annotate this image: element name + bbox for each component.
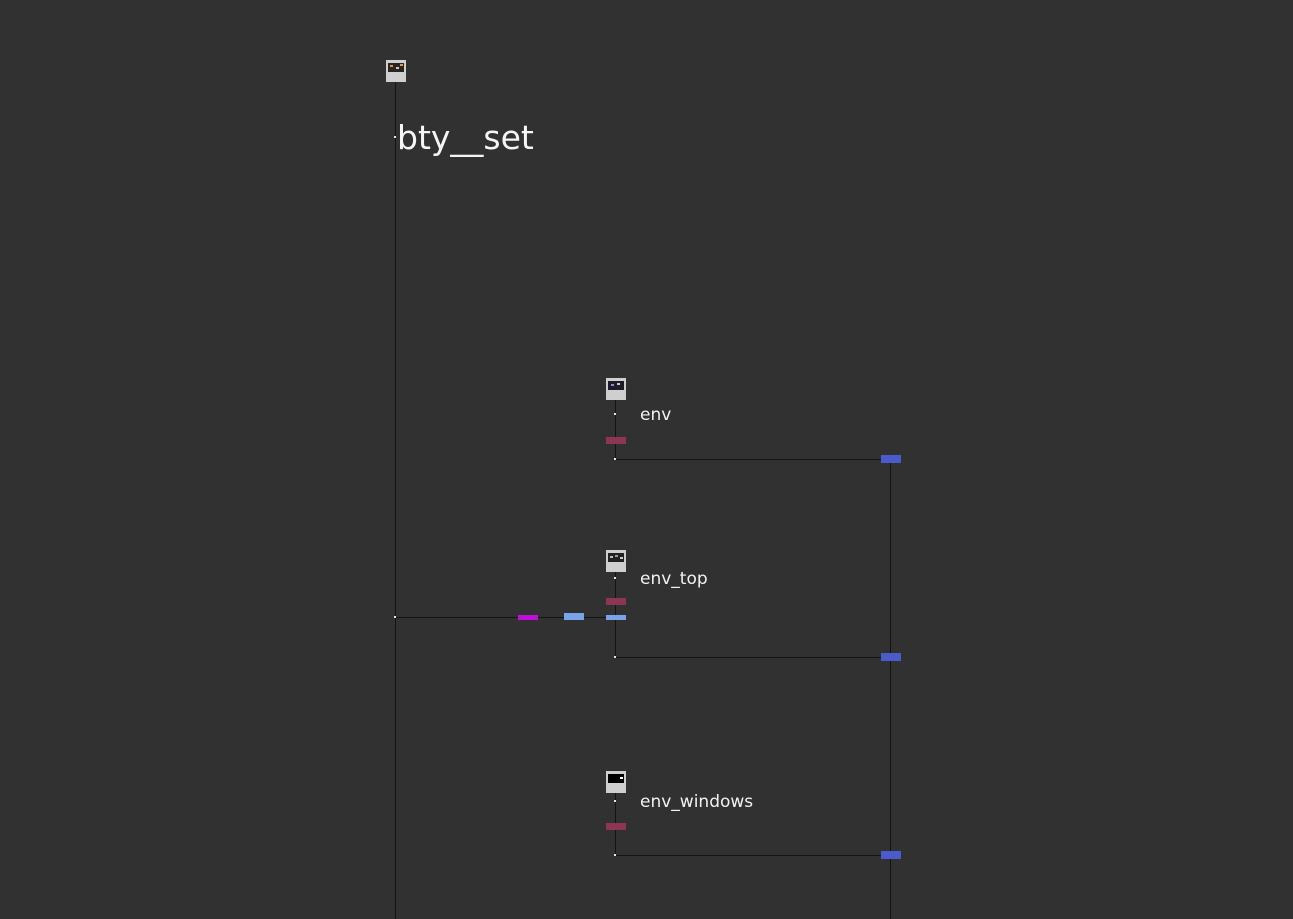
root-node-thumbnail[interactable] — [386, 60, 406, 82]
env-node-thumbnail[interactable] — [606, 378, 626, 400]
thumbnail-image — [608, 553, 624, 562]
env-top-node-thumbnail[interactable] — [606, 550, 626, 572]
thumbnail-image — [608, 774, 624, 783]
root-node-label: bty__set — [397, 118, 534, 157]
env-top-merge-pin[interactable] — [881, 653, 901, 661]
root-branch-port[interactable] — [394, 616, 396, 618]
env-windows-output-wire — [616, 855, 882, 856]
thumbnail-image — [388, 63, 404, 72]
branch-pin-light-blue[interactable] — [564, 613, 584, 620]
env-windows-output-port[interactable] — [614, 854, 616, 856]
root-branch-wire — [396, 617, 616, 618]
env-top-node-label: env_top — [640, 569, 708, 589]
env-merge-pin[interactable] — [881, 455, 901, 463]
env-windows-input-port[interactable] — [614, 800, 616, 802]
env-windows-mask-pin[interactable] — [606, 823, 626, 830]
env-top-input-pin[interactable] — [606, 615, 626, 620]
env-output-wire — [616, 459, 882, 460]
env-input-port[interactable] — [614, 413, 616, 415]
env-top-output-port[interactable] — [614, 656, 616, 658]
env-node-label: env — [640, 405, 672, 425]
env-mask-pin[interactable] — [606, 437, 626, 444]
env-output-port[interactable] — [614, 458, 616, 460]
env-top-stem-wire — [615, 571, 616, 657]
branch-pin-magenta[interactable] — [518, 615, 538, 620]
env-top-input-port[interactable] — [614, 577, 616, 579]
env-windows-merge-pin[interactable] — [881, 851, 901, 859]
env-top-mask-pin[interactable] — [606, 598, 626, 605]
root-node-port[interactable] — [394, 136, 396, 138]
env-stem-wire — [615, 400, 616, 459]
env-windows-node-label: env_windows — [640, 792, 754, 812]
output-trunk-wire — [890, 459, 891, 919]
env-windows-node-thumbnail[interactable] — [606, 771, 626, 793]
env-top-output-wire — [616, 657, 882, 658]
thumbnail-image — [608, 381, 624, 390]
root-trunk-wire — [395, 80, 396, 919]
